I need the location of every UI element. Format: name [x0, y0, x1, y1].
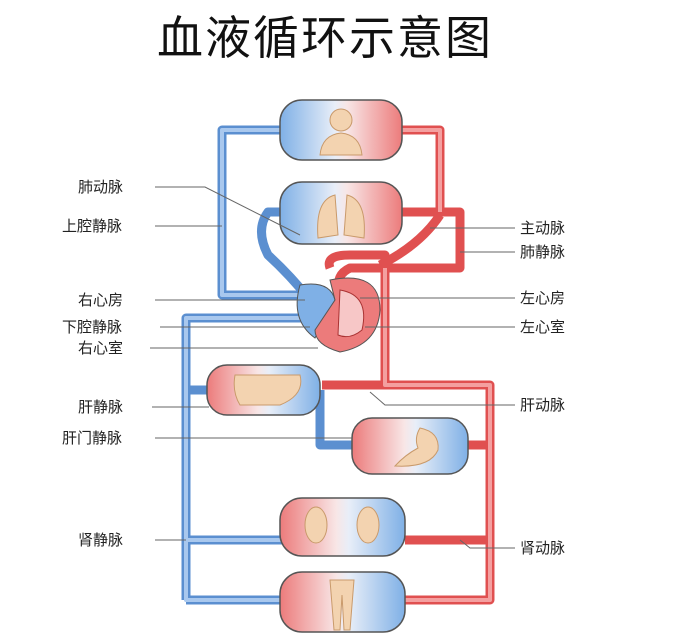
organ-liver	[206, 364, 321, 416]
organ-lungs	[279, 181, 403, 245]
label-superior-vena-cava: 上腔静脉	[62, 217, 122, 235]
organ-legs	[279, 571, 406, 633]
diagram-title: 血液循环示意图	[157, 11, 493, 65]
label-left-atrium: 左心房	[520, 289, 565, 307]
organ-stomach	[351, 417, 469, 475]
venous-vessels	[181, 125, 352, 605]
leader-lines	[150, 186, 515, 549]
label-hepatic-artery: 肝动脉	[520, 396, 565, 414]
heart	[296, 277, 381, 353]
label-right-ventricle: 右心室	[78, 339, 123, 357]
label-pulmonary-artery: 肺动脉	[78, 178, 123, 196]
label-pulmonary-vein: 肺静脉	[520, 243, 565, 261]
organ-kidneys	[279, 497, 406, 557]
label-left-ventricle: 左心室	[520, 318, 565, 336]
label-inferior-vena-cava: 下腔静脉	[62, 318, 122, 336]
label-renal-vein: 肾静脉	[78, 531, 123, 549]
label-hepatic-portal-vein: 肝门静脉	[62, 429, 122, 447]
label-aorta: 主动脉	[520, 219, 565, 237]
label-hepatic-vein: 肝静脉	[78, 398, 123, 416]
label-right-atrium: 右心房	[78, 291, 123, 309]
organ-head	[279, 99, 403, 161]
label-renal-artery: 肾动脉	[520, 539, 565, 557]
